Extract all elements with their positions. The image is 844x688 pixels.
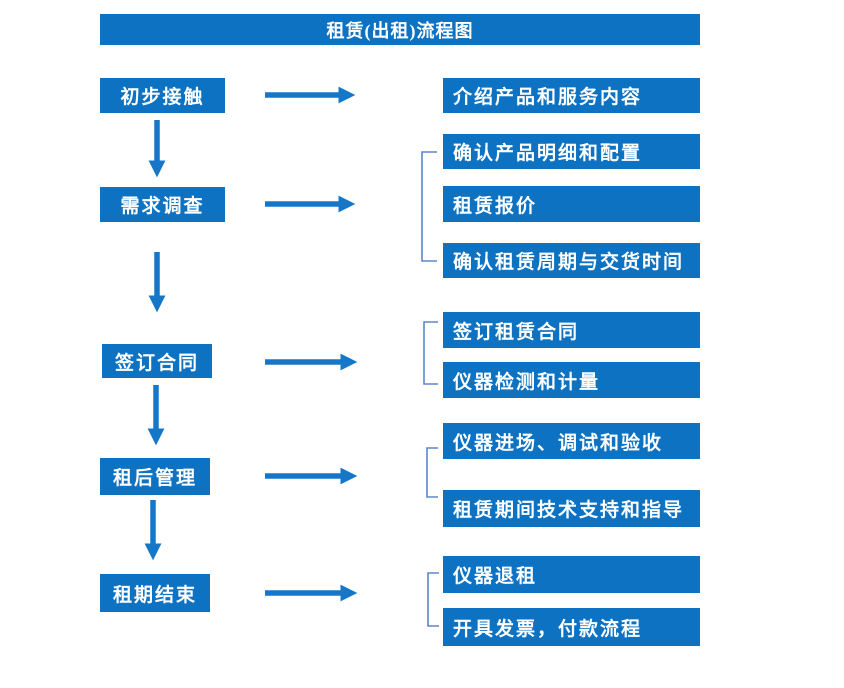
detail-label: 租赁期间技术支持和指导 bbox=[453, 500, 685, 521]
detail-box-instrument-setup-acceptance: 仪器进场、调试和验收 bbox=[443, 423, 700, 459]
detail-box-sign-rental-contract: 签订租赁合同 bbox=[443, 312, 700, 348]
detail-label: 介绍产品和服务内容 bbox=[453, 87, 643, 108]
detail-box-invoice-payment: 开具发票，付款流程 bbox=[443, 608, 700, 646]
detail-box-technical-support: 租赁期间技术支持和指导 bbox=[443, 490, 700, 527]
step-box-post-rental-management: 租后管理 bbox=[100, 458, 210, 495]
detail-label: 租赁报价 bbox=[453, 195, 538, 217]
detail-label: 仪器退租 bbox=[453, 566, 538, 587]
step-box-initial-contact: 初步接触 bbox=[100, 78, 225, 113]
detail-label: 仪器检测和计量 bbox=[453, 371, 601, 393]
detail-label: 确认租赁周期与交货时间 bbox=[453, 252, 685, 273]
detail-label: 签订租赁合同 bbox=[453, 321, 580, 343]
step-label: 租后管理 bbox=[112, 468, 197, 489]
detail-box-rental-quotation: 租赁报价 bbox=[443, 186, 700, 222]
detail-label: 仪器进场、调试和验收 bbox=[453, 432, 664, 454]
step-box-demand-survey: 需求调查 bbox=[100, 187, 225, 222]
step-label: 签订合同 bbox=[114, 352, 199, 374]
step-label: 需求调查 bbox=[120, 196, 205, 217]
flowchart-title-bar: 租赁(出租)流程图 bbox=[100, 14, 700, 45]
bracket-step5-details bbox=[427, 572, 439, 627]
detail-box-instrument-testing: 仪器检测和计量 bbox=[443, 362, 700, 398]
bracket-step2-details bbox=[421, 151, 437, 262]
detail-box-instrument-return: 仪器退租 bbox=[443, 556, 700, 593]
bracket-step4-details bbox=[426, 447, 438, 498]
step-box-lease-end: 租期结束 bbox=[100, 574, 210, 612]
detail-box-confirm-period-delivery: 确认租赁周期与交货时间 bbox=[443, 243, 700, 278]
flowchart-title: 租赁(出租)流程图 bbox=[326, 20, 474, 41]
detail-box-introduce-products: 介绍产品和服务内容 bbox=[443, 78, 700, 113]
detail-label: 开具发票，付款流程 bbox=[453, 618, 643, 640]
detail-label: 确认产品明细和配置 bbox=[453, 143, 643, 164]
detail-box-confirm-product-config: 确认产品明细和配置 bbox=[443, 134, 700, 169]
step-label: 初步接触 bbox=[120, 87, 205, 108]
bracket-step3-details bbox=[423, 321, 438, 385]
step-box-sign-contract: 签订合同 bbox=[102, 344, 212, 378]
step-label: 租期结束 bbox=[112, 584, 197, 606]
